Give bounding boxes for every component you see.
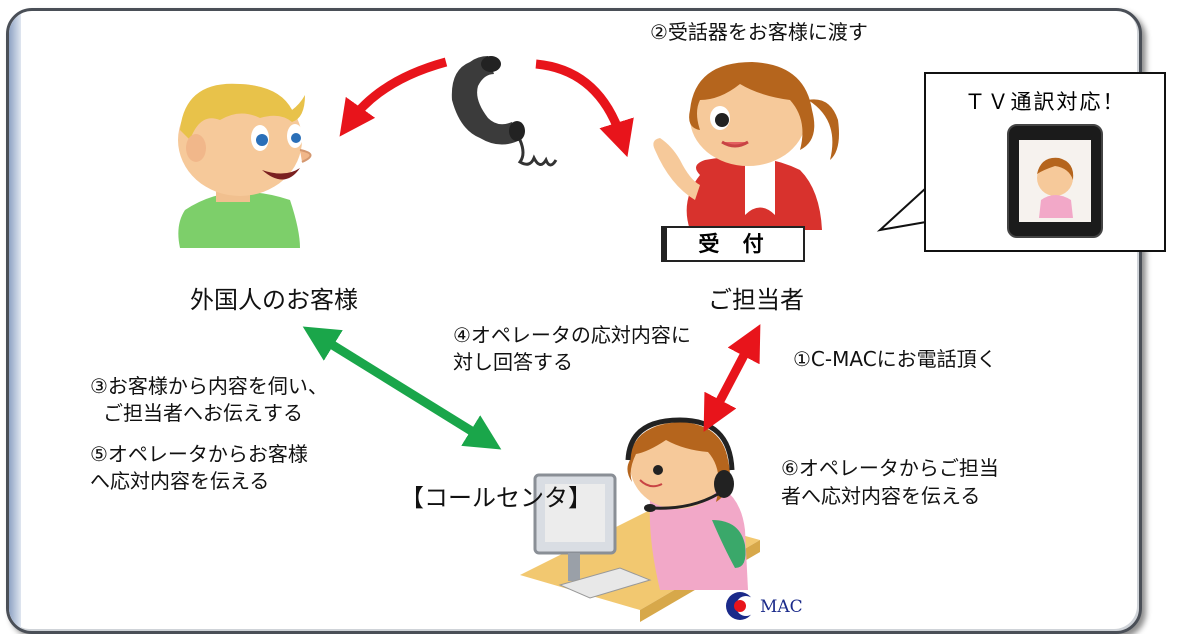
operator-figure (520, 417, 760, 622)
cmac-logo-icon (726, 592, 756, 620)
customer-label: 外国人のお客様 (190, 286, 358, 314)
step5-line2: へ応対内容を伝える (90, 469, 270, 493)
step6-line2: 者へ応対内容を伝える (781, 484, 981, 508)
tablet-screen (1019, 140, 1091, 222)
step3-line2: ご担当者へお伝えする (103, 401, 303, 425)
reception-sign: 受 付 (665, 226, 805, 262)
arrow-customer-callcenter (302, 326, 502, 450)
arrow-phone-to-staff (535, 59, 634, 158)
callcenter-label: 【コールセンタ】 (400, 484, 592, 512)
arrow-phone-to-customer (339, 57, 448, 137)
step3-line1: ③お客様から内容を伺い、 (90, 374, 328, 398)
arrow-staff-operator (703, 324, 761, 432)
frame-left-bar (9, 11, 21, 631)
foreign-customer-figure (178, 83, 312, 248)
speech-bubble-tail (876, 187, 927, 232)
step4-line2: 対し回答する (453, 350, 573, 374)
telephone-handset-icon (451, 56, 558, 167)
tv-interpretation-label: ＴＶ通訳対応！ (964, 90, 1126, 114)
cmac-logo-text: MAC (760, 597, 803, 617)
staff-label: ご担当者 (708, 286, 804, 314)
step5-line1: ⑤オペレータからお客様 (90, 442, 308, 466)
staff-figure (653, 62, 839, 230)
step2-label: ②受話器をお客様に渡す (650, 20, 868, 44)
step6-line1: ⑥オペレータからご担当 (781, 456, 999, 480)
tablet-icon (1007, 124, 1103, 238)
step1-label: ①C-MACにお電話頂く (793, 347, 997, 371)
step4-line1: ④オペレータの応対内容に (453, 323, 691, 347)
